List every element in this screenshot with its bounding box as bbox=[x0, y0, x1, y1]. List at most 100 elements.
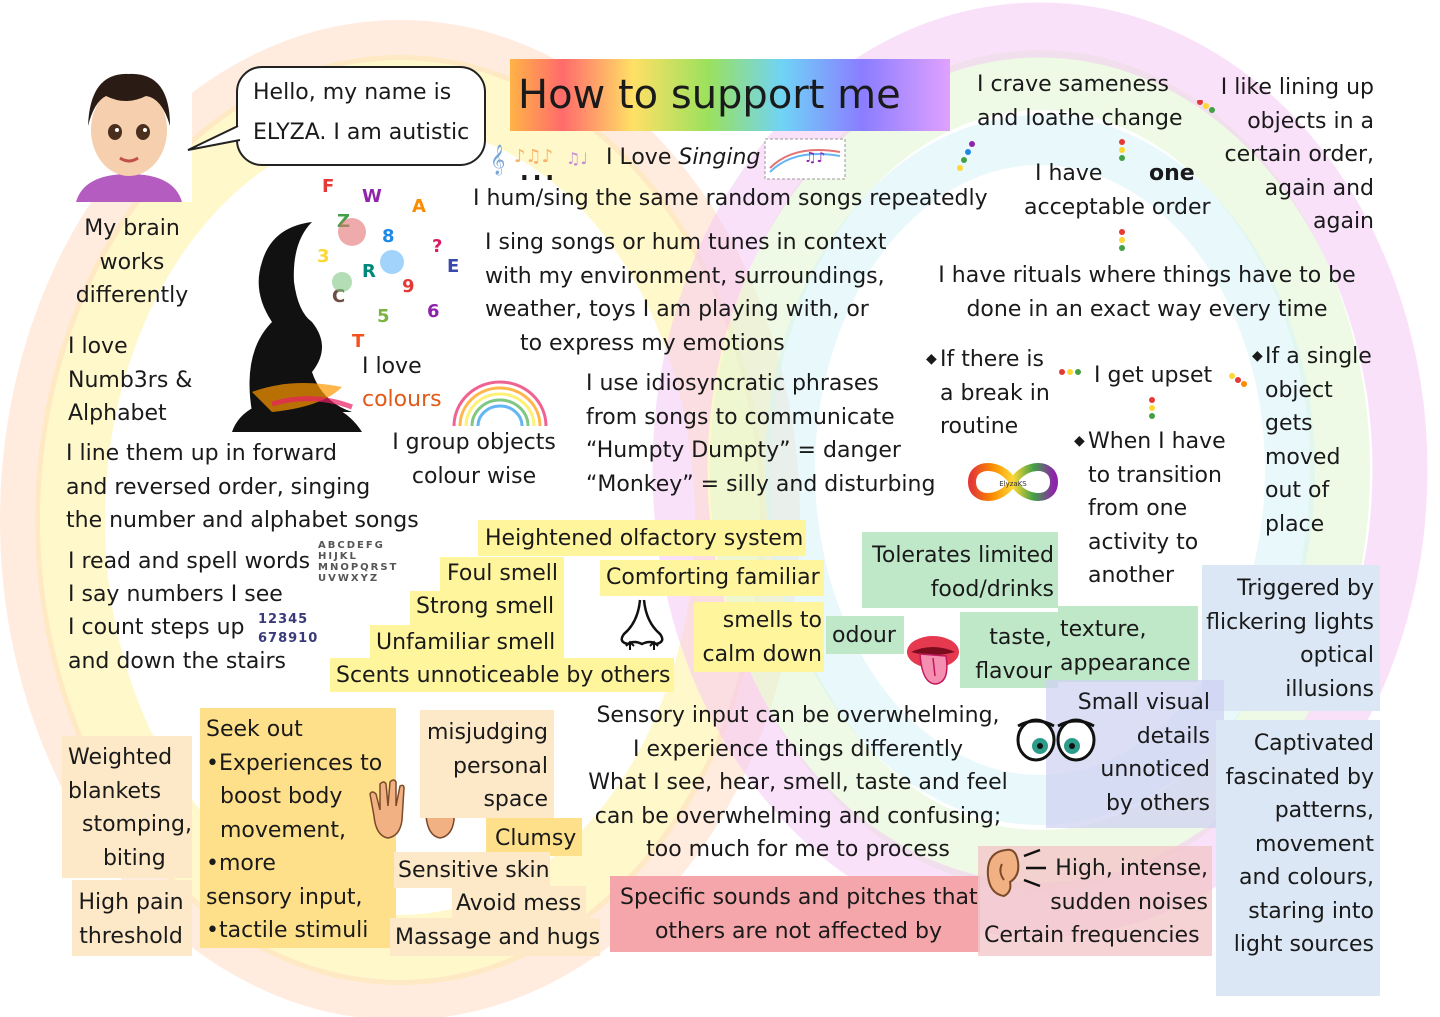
love-numbers-alphabet: I love Numb3rs & Alphabet bbox=[68, 334, 193, 426]
scents-unnoticeable: Scents unnoticeable by others bbox=[336, 663, 671, 688]
svg-text:5: 5 bbox=[377, 306, 390, 327]
tolerates-highlight bbox=[862, 532, 1058, 608]
svg-text:W: W bbox=[362, 186, 382, 207]
bullet-diamond-icon: ◆ bbox=[1252, 348, 1263, 364]
love-singing-prefix: I Love bbox=[606, 145, 679, 170]
colours-love: I love bbox=[362, 354, 422, 379]
svg-text:8: 8 bbox=[382, 226, 395, 247]
alphabet-art: ABCDEFG HIJKL MNOPQRST UVWXYZ bbox=[318, 540, 399, 584]
foul-highlight bbox=[440, 557, 564, 591]
avoid-mess: Avoid mess bbox=[456, 891, 582, 916]
rainbow-infinity-icon: ElyzaKS bbox=[966, 456, 1060, 508]
weighted-highlight bbox=[62, 736, 192, 878]
bubble-line-1: Hello, my name is bbox=[253, 80, 452, 105]
idiosyncratic-phrases: I use idiosyncratic phrases from songs t… bbox=[586, 371, 936, 497]
seek-out-highlight bbox=[200, 708, 396, 948]
read-spell-words: I read and spell words bbox=[68, 549, 311, 574]
mess-highlight bbox=[452, 886, 586, 920]
have-one-emphasis: one bbox=[1149, 161, 1195, 186]
single-object-moved: If a single object gets moved out of pla… bbox=[1265, 344, 1372, 537]
high-intense-noises: High, intense, sudden noises bbox=[1050, 856, 1208, 915]
lining-up-objects: I like lining up objects in a certain or… bbox=[1220, 75, 1374, 234]
acceptable-order: acceptable order bbox=[1024, 195, 1211, 220]
transition-activity: When I have to transition from one activ… bbox=[1088, 429, 1226, 588]
calm-highlight bbox=[694, 602, 824, 672]
clumsy-highlight bbox=[486, 818, 582, 856]
flicker-highlight bbox=[1202, 565, 1380, 711]
line-them-up: I line them up in forward and reversed o… bbox=[66, 441, 419, 533]
speech-bubble bbox=[236, 66, 486, 166]
svg-text:6: 6 bbox=[427, 301, 440, 322]
sensory-overwhelming: Sensory input can be overwhelming, I exp… bbox=[588, 703, 1008, 862]
seek-out-experiences: Seek out •Experiences to boost body move… bbox=[206, 717, 383, 943]
clumsy: Clumsy bbox=[495, 826, 577, 851]
svg-text:F: F bbox=[322, 176, 334, 197]
texture-highlight bbox=[1058, 606, 1198, 682]
smells-calm-down: smells to calm down bbox=[702, 608, 822, 667]
svg-text:♫♩: ♫♩ bbox=[566, 149, 588, 168]
have-one-prefix: I have bbox=[1035, 161, 1103, 186]
tolerates-limited: Tolerates limited food/drinks bbox=[872, 543, 1054, 602]
massage-and-hugs: Massage and hugs bbox=[395, 925, 601, 950]
svg-text:?: ? bbox=[432, 236, 442, 257]
strong-highlight bbox=[410, 591, 564, 625]
dot-connectors bbox=[957, 100, 1247, 419]
colours-word: colours bbox=[362, 387, 442, 412]
foul-smell: Foul smell bbox=[447, 561, 559, 586]
svg-text:T: T bbox=[352, 331, 365, 352]
captivated-patterns: Captivated fascinated by patterns, movem… bbox=[1225, 731, 1374, 957]
comforting-familiar: Comforting familiar bbox=[606, 565, 820, 590]
high-pain-threshold: High pain threshold bbox=[78, 890, 184, 949]
comforting-highlight bbox=[600, 560, 824, 596]
flickering-lights: Triggered by flickering lights optical i… bbox=[1206, 576, 1374, 702]
mouth-tongue-icon bbox=[907, 636, 959, 685]
say-numbers: I say numbers I see bbox=[68, 582, 283, 607]
crave-sameness: I crave sameness and loathe change bbox=[977, 72, 1183, 131]
texture-appearance: texture, appearance bbox=[1060, 617, 1191, 676]
bullet-diamond-icon: ◆ bbox=[1074, 433, 1085, 449]
skin-highlight bbox=[394, 852, 550, 888]
weighted-blankets: Weighted blankets stomping, biting bbox=[68, 745, 192, 871]
rainbow-icon bbox=[452, 380, 548, 427]
taste-flavour-highlight bbox=[960, 612, 1058, 688]
certain-frequencies: Certain frequencies bbox=[984, 923, 1200, 948]
unfamiliar-highlight bbox=[370, 625, 564, 659]
eyes-icon bbox=[1016, 718, 1096, 762]
page-title: How to support me ... bbox=[510, 59, 950, 190]
bullet-diamond-icon: ◆ bbox=[926, 351, 937, 367]
speech-bubble-tail bbox=[187, 125, 241, 151]
head-silhouette-illustration: FW AZ 8? 3R E9 C5 6T bbox=[212, 172, 472, 432]
love-singing-emphasis: Singing bbox=[678, 145, 761, 170]
hugs-highlight bbox=[390, 918, 600, 956]
love-singing: I Love Singing bbox=[606, 141, 760, 175]
brain-works-differently: My brain works differently bbox=[75, 216, 189, 308]
group-objects: I group objects colour wise bbox=[392, 430, 556, 489]
small-visual-details: Small visual details unnoticed by others bbox=[1077, 690, 1210, 816]
nose-icon bbox=[620, 599, 664, 650]
specific-sounds-highlight bbox=[610, 876, 980, 952]
break-in-routine: If there is a break in routine bbox=[940, 347, 1050, 439]
svg-text:A: A bbox=[412, 196, 426, 217]
pain-highlight bbox=[72, 880, 192, 956]
unfamiliar-smell: Unfamiliar smell bbox=[376, 630, 556, 655]
sing-in-context: I sing songs or hum tunes in context wit… bbox=[485, 230, 887, 356]
elyza-avatar bbox=[66, 62, 192, 202]
sensitive-skin: Sensitive skin bbox=[398, 858, 550, 883]
captivated-highlight bbox=[1216, 720, 1380, 996]
misjudging-highlight bbox=[420, 710, 554, 818]
count-steps: I count steps up and down the stairs bbox=[68, 615, 287, 674]
svg-text:𝄞: 𝄞 bbox=[490, 144, 505, 176]
misjudging-personal-space: misjudging personal space bbox=[426, 720, 548, 812]
olfactory-highlight bbox=[478, 520, 806, 556]
svg-text:E: E bbox=[447, 256, 459, 277]
bubble-line-2: ELYZA. I am autistic bbox=[253, 120, 470, 145]
digits-art: 12345 678910 bbox=[258, 612, 319, 646]
taste-flavour: taste, flavour bbox=[975, 625, 1052, 684]
strong-smell: Strong smell bbox=[416, 594, 555, 619]
get-upset: I get upset bbox=[1094, 363, 1213, 388]
music-notes-icon: 𝄞 ♪♫♪ ♫♩ bbox=[490, 144, 588, 176]
heightened-olfactory: Heightened olfactory system bbox=[485, 526, 804, 551]
odour-highlight bbox=[826, 616, 904, 654]
svg-text:3: 3 bbox=[317, 246, 330, 267]
